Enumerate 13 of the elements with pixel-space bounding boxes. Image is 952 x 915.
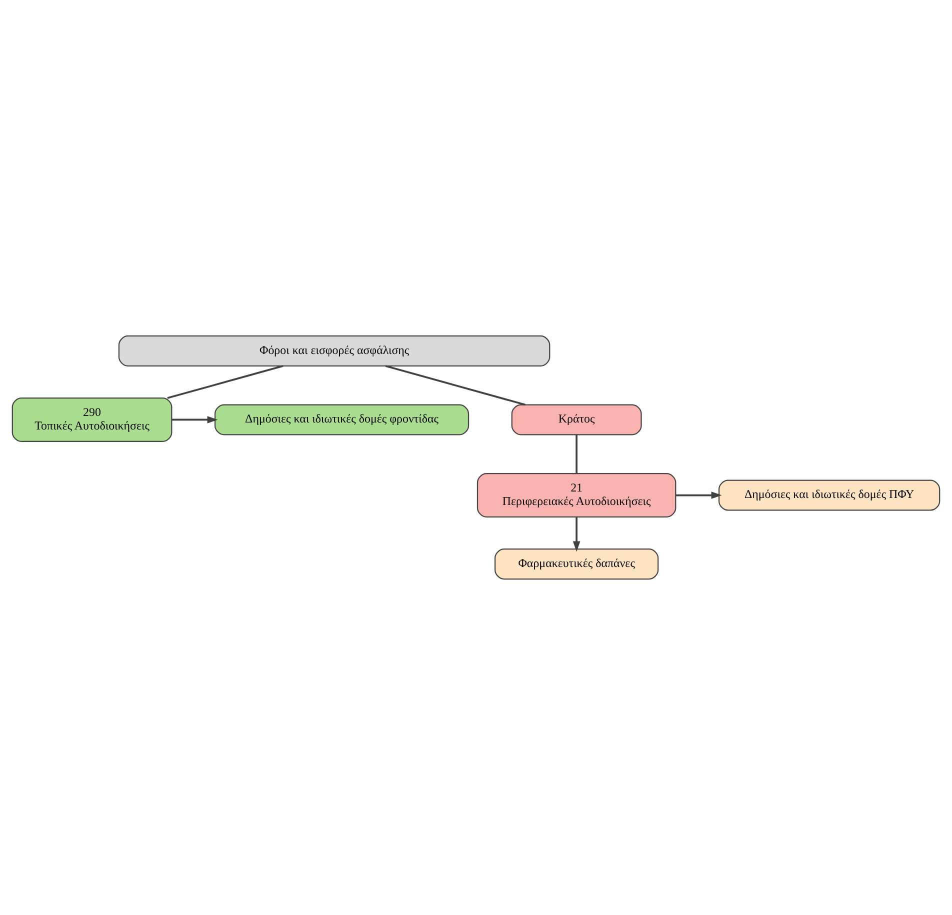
arrow (572, 517, 580, 552)
arrow (172, 416, 218, 424)
node-box: 290 Τοπικές Αυτοδιοικήσεις (12, 398, 172, 442)
connector (167, 365, 284, 399)
node-box: 21 Περιφερειακές Αυτοδιοικήσεις (476, 473, 676, 518)
node-box: Δημόσιες και ιδιωτικές δομές ΠΦΥ (718, 480, 940, 511)
node-box: Δημόσιες και ιδιωτικές δομές φροντίδας (214, 404, 470, 436)
connector (385, 365, 526, 406)
node-box: Φόροι και εισφορές ασφάλισης (118, 335, 550, 366)
node-box: Κράτος (511, 404, 642, 436)
connector (576, 434, 578, 474)
arrow (676, 492, 722, 499)
node-box: Φαρμακευτικές δαπάνες (494, 548, 659, 580)
